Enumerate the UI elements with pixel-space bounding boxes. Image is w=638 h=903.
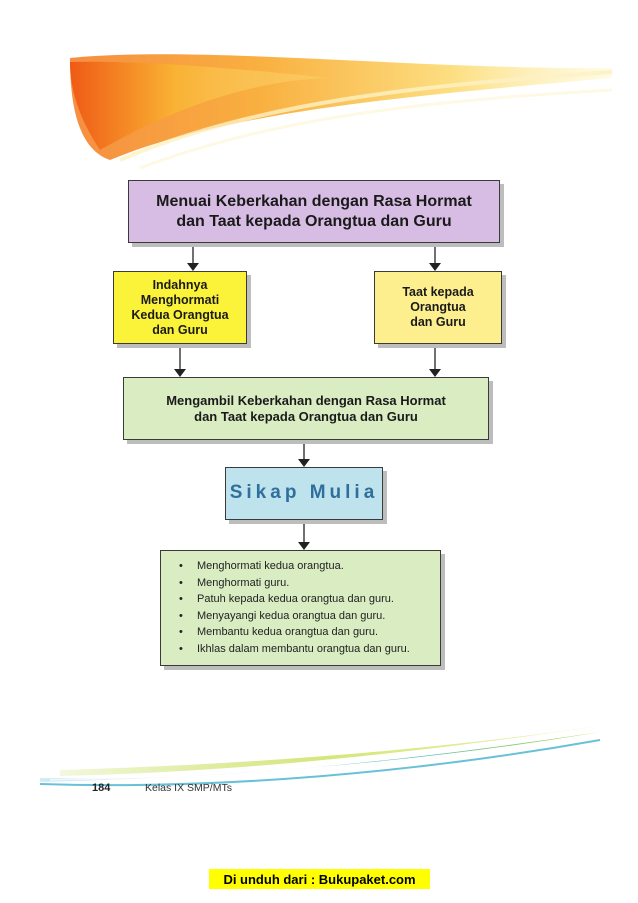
list-item-text: Menghormati guru. xyxy=(197,576,290,589)
diagram-title-box: Menuai Keberkahan dengan Rasa Hormat dan… xyxy=(128,180,500,243)
bullet-icon: • xyxy=(179,642,183,655)
branch-box-honoring: Indahnya Menghormati Kedua Orangtua dan … xyxy=(113,271,247,344)
combined-box: Mengambil Keberkahan dengan Rasa Hormat … xyxy=(123,377,489,440)
list-item: • Menghormati guru. xyxy=(179,575,440,592)
list-item: • Menyayangi kedua orangtua dan guru. xyxy=(179,608,440,625)
result-box: Sikap Mulia xyxy=(225,467,383,520)
bullet-icon: • xyxy=(179,626,183,638)
list-item: • Membantu kedua orangtua dan guru. xyxy=(179,624,440,641)
bullet-icon: • xyxy=(179,609,183,622)
bullet-icon: • xyxy=(179,576,183,589)
footer-wave-decoration xyxy=(39,726,601,787)
bullet-icon: • xyxy=(179,593,183,605)
download-source-banner: Di unduh dari : Bukupaket.com xyxy=(209,869,430,889)
header-swoosh-decoration xyxy=(70,54,613,170)
list-item-text: Menghormati kedua orangtua. xyxy=(197,560,344,572)
bullet-icon: • xyxy=(179,560,183,572)
page-number: 184 xyxy=(92,782,111,794)
list-item-text: Membantu kedua orangtua dan guru. xyxy=(197,626,379,638)
attitude-list-box: • Menghormati kedua orangtua. • Menghormat… xyxy=(160,550,441,666)
branch-box-obedience: Taat kepada Orangtua dan Guru xyxy=(374,271,502,344)
list-item-text: Patuh kepada kedua orangtua dan guru. xyxy=(197,593,394,605)
list-item: • Menghormati kedua orangtua. xyxy=(179,558,440,575)
list-item-text: Menyayangi kedua orangtua dan guru. xyxy=(197,609,386,622)
list-item: • Patuh kepada kedua orangtua dan guru. xyxy=(179,591,440,608)
book-title: Kelas IX SMP/MTs xyxy=(145,782,232,794)
list-item: • Ikhlas dalam membantu orangtua dan guru… xyxy=(179,641,440,658)
list-item-text: Ikhlas dalam membantu orangtua dan guru. xyxy=(197,642,410,655)
